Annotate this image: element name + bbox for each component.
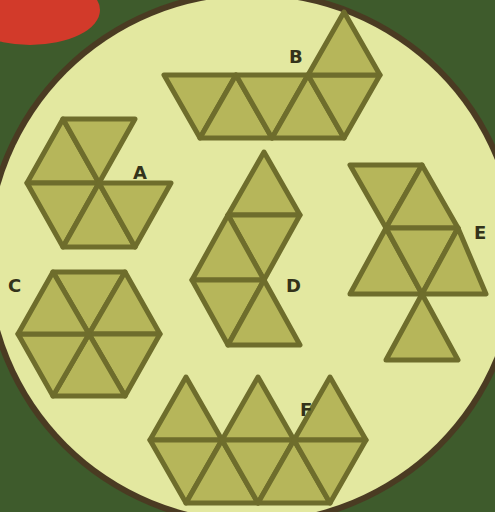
shape-letter: E	[474, 224, 486, 242]
shape-letter: A	[133, 164, 147, 182]
shape-letter: B	[289, 48, 303, 66]
shape-letter: F	[300, 401, 312, 419]
shape-letter: C	[8, 277, 21, 295]
shape-letter: D	[286, 277, 301, 295]
